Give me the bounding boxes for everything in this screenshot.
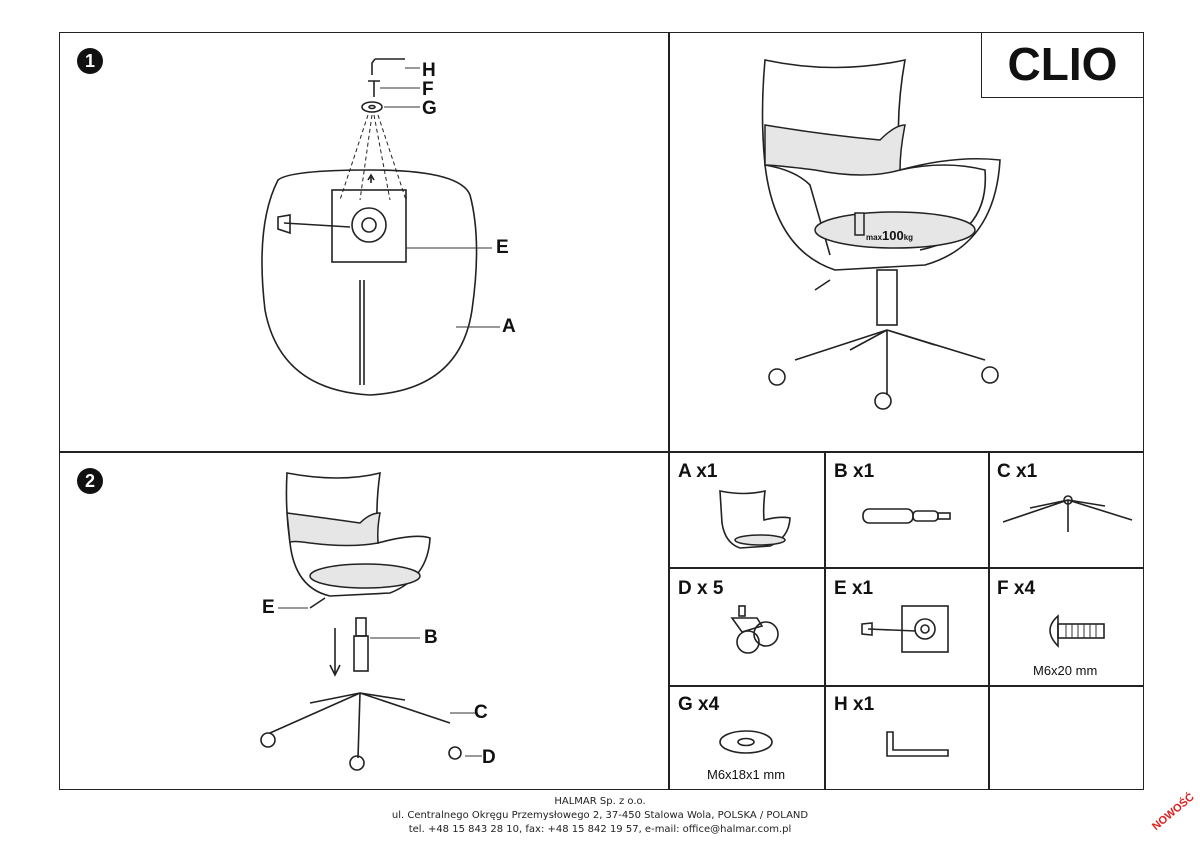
divider-parts-row-2: [668, 685, 1144, 687]
part-label-a: A x1: [678, 461, 718, 482]
footer-company: HALMAR Sp. z o.o.: [554, 796, 646, 807]
callout-e: E: [496, 237, 509, 258]
weight-icon: [854, 212, 865, 236]
capacity-unit: kg: [903, 233, 914, 242]
part-label-c: C x1: [997, 461, 1038, 482]
divider-horizontal-main: [59, 451, 1144, 453]
washer-drawing: [719, 730, 773, 754]
part-a-drawing: [719, 489, 791, 549]
part-label-b: B x1: [834, 461, 875, 482]
callout-e2: E: [262, 597, 275, 618]
divider-parts-row-1: [668, 567, 1144, 569]
part-spec-f: M6x20 mm: [1033, 663, 1098, 678]
divider-parts-1: [824, 451, 826, 790]
callout-d: D: [482, 747, 496, 768]
footer-contact: tel. +48 15 843 28 10, fax: +48 15 842 1…: [408, 824, 792, 835]
part-spec-g: M6x18x1 mm: [707, 767, 786, 782]
callout-c: C: [474, 702, 488, 723]
allen-key-drawing: [886, 731, 949, 757]
callout-g: G: [422, 98, 437, 119]
divider-parts-2: [988, 451, 990, 790]
gas-lift-drawing: [862, 508, 951, 524]
instruction-frame: [59, 32, 1144, 790]
product-title: CLIO: [981, 32, 1144, 98]
mechanism-plate-drawing: [861, 605, 949, 653]
part-label-e: E x1: [834, 578, 874, 599]
part-label-h: H x1: [834, 694, 875, 715]
step-number-1: 1: [77, 48, 103, 74]
capacity-prefix: max: [866, 233, 883, 242]
part-label-d: D x 5: [678, 578, 724, 599]
bolt-drawing: [1049, 614, 1105, 648]
callout-a: A: [502, 316, 516, 337]
step1-drawing: [261, 58, 500, 396]
callout-b: B: [424, 627, 438, 648]
divider-vertical-main: [668, 32, 670, 790]
step-number-2: 2: [77, 468, 103, 494]
caster-drawing: [730, 605, 779, 654]
part-label-g: G x4: [678, 694, 720, 715]
callout-f: F: [422, 79, 434, 100]
star-base-drawing: [1002, 495, 1133, 532]
capacity-value: 100: [882, 228, 904, 243]
chair-drawing: [761, 58, 1001, 410]
part-label-f: F x4: [997, 578, 1036, 599]
callout-h: H: [422, 60, 436, 81]
step2-drawing: [260, 471, 482, 771]
footer-address: ul. Centralnego Okręgu Przemysłowego 2, …: [391, 810, 809, 821]
capacity-label: max100kg: [866, 228, 913, 243]
